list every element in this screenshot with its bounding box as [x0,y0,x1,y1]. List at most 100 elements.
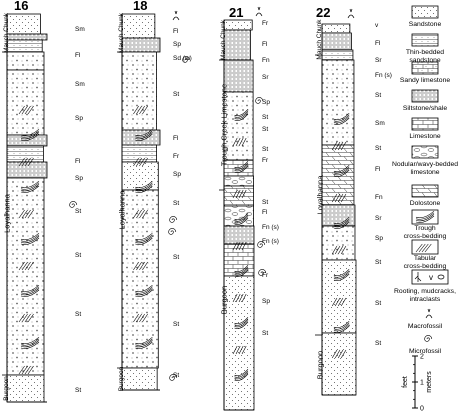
trough-cross-bedding-mark [234,265,249,273]
tabular-cross-bedding-mark [337,141,344,151]
tabular-cross-bedding-mark [232,293,238,303]
trough-cross-bedding-mark [333,117,350,125]
formation-label: Mauch Chunk [316,19,323,60]
trough-cross-bedding-mark [135,289,153,297]
microfossil-icon [168,228,177,235]
tabular-cross-bedding-mark [331,349,338,359]
trough-cross-bedding-mark [234,269,249,277]
legend-label: limestone [410,169,439,176]
tabular-cross-bedding-mark [27,365,34,375]
trough-cross-bedding-mark [20,336,40,345]
lithology-unit [321,23,351,34]
facies-code: Fn [262,57,270,64]
tabular-cross-bedding-mark [133,209,139,219]
formation-label: Mauch Chunk [220,19,227,60]
tabular-cross-bedding-mark [18,157,25,167]
tabular-cross-bedding-mark [133,157,139,167]
trough-cross-bedding-mark [234,214,249,222]
trough-cross-bedding-mark [20,185,40,193]
facies-code: St [262,126,268,133]
trough-cross-bedding-mark [234,213,249,221]
facies-code: Sp [375,235,383,242]
legend-label: Microfossil [409,348,442,355]
trough-cross-bedding-mark [234,370,249,378]
tabular-cross-bedding-mark [136,209,142,219]
tabular-cross-bedding-mark [18,261,25,271]
facies-code: Fl [375,166,381,173]
facies-code: Fr [262,20,269,27]
tabular-cross-bedding-mark [18,365,25,375]
facies-code: Fr [173,153,180,160]
trough-cross-bedding-mark [135,232,153,241]
macrofossil-icon [347,8,355,19]
tabular-cross-bedding-mark [232,241,238,251]
formation-label: Mauch Chunk [3,12,10,53]
trough-cross-bedding-mark [333,112,350,121]
facies-code: Fr [262,157,269,164]
tabular-cross-bedding-mark [27,313,34,323]
tabular-cross-bedding-mark [232,345,238,355]
tabular-cross-bedding-mark [27,209,34,219]
lithology-unit [121,161,159,191]
legend-item: Sandstone [409,5,441,28]
facies-code: Sp [75,175,83,182]
lithology-unit [321,225,356,261]
trough-cross-bedding-mark [234,112,249,120]
facies-code: Sr [262,74,269,81]
trough-cross-bedding-mark [234,216,249,224]
lithology-unit [321,59,355,146]
trough-cross-bedding-mark [234,373,249,381]
tabular-cross-bedding-mark [24,105,31,115]
lithology-unit [223,19,253,31]
tabular-cross-bedding-mark [27,105,34,115]
facies-code: Fn [375,194,383,201]
lithology-unit [223,185,254,207]
tabular-cross-bedding-mark [340,297,347,307]
legend-label: Thin-bedded [406,49,444,56]
facies-code: Sr [375,215,382,222]
tabular-cross-bedding-mark [340,193,347,203]
facies-code: St [173,321,179,328]
trough-cross-bedding-mark [234,113,249,121]
tabular-cross-bedding-mark [24,209,31,219]
legend-label: Trough [414,225,436,232]
trough-cross-bedding-mark [20,236,40,244]
trough-cross-bedding-mark [415,212,435,220]
tabular-cross-bedding-mark [238,137,244,147]
legend-label: Sandy limestone [400,77,450,84]
trough-cross-bedding-mark [20,289,40,297]
facies-code: Sm [75,81,85,88]
formation-label: Loyalhanna [316,175,325,215]
trough-cross-bedding-mark [20,184,40,192]
trough-cross-bedding-mark [333,169,350,177]
legend-swatch [411,89,439,103]
facies-code: St [262,146,268,153]
tabular-cross-bedding-mark [331,193,338,203]
section-title: 16 [14,0,28,13]
trough-cross-bedding-mark [135,185,153,193]
lithology-unit [223,275,255,411]
trough-cross-bedding-mark [20,128,40,137]
trough-cross-bedding-mark [135,338,153,346]
facies-code: Fl [375,40,381,47]
trough-cross-bedding-mark [135,180,153,189]
tabular-cross-bedding-mark [133,105,139,115]
microfossil-icon [424,335,433,342]
macrofossil-icon [425,308,433,319]
legend-swatch [411,239,439,255]
formation-label: Loyalhanna [3,193,12,233]
tabular-cross-bedding-mark [139,105,145,115]
facies-code: St [75,311,81,318]
trough-cross-bedding-mark [20,341,40,349]
legend-swatch [411,184,439,198]
legend-item: Macrofossil [408,308,443,330]
tabular-cross-bedding-mark [241,293,247,303]
trough-cross-bedding-mark [234,317,249,325]
facies-code: Sm [375,120,385,127]
legend-swatch [411,61,439,75]
trough-cross-bedding-mark [234,268,249,276]
